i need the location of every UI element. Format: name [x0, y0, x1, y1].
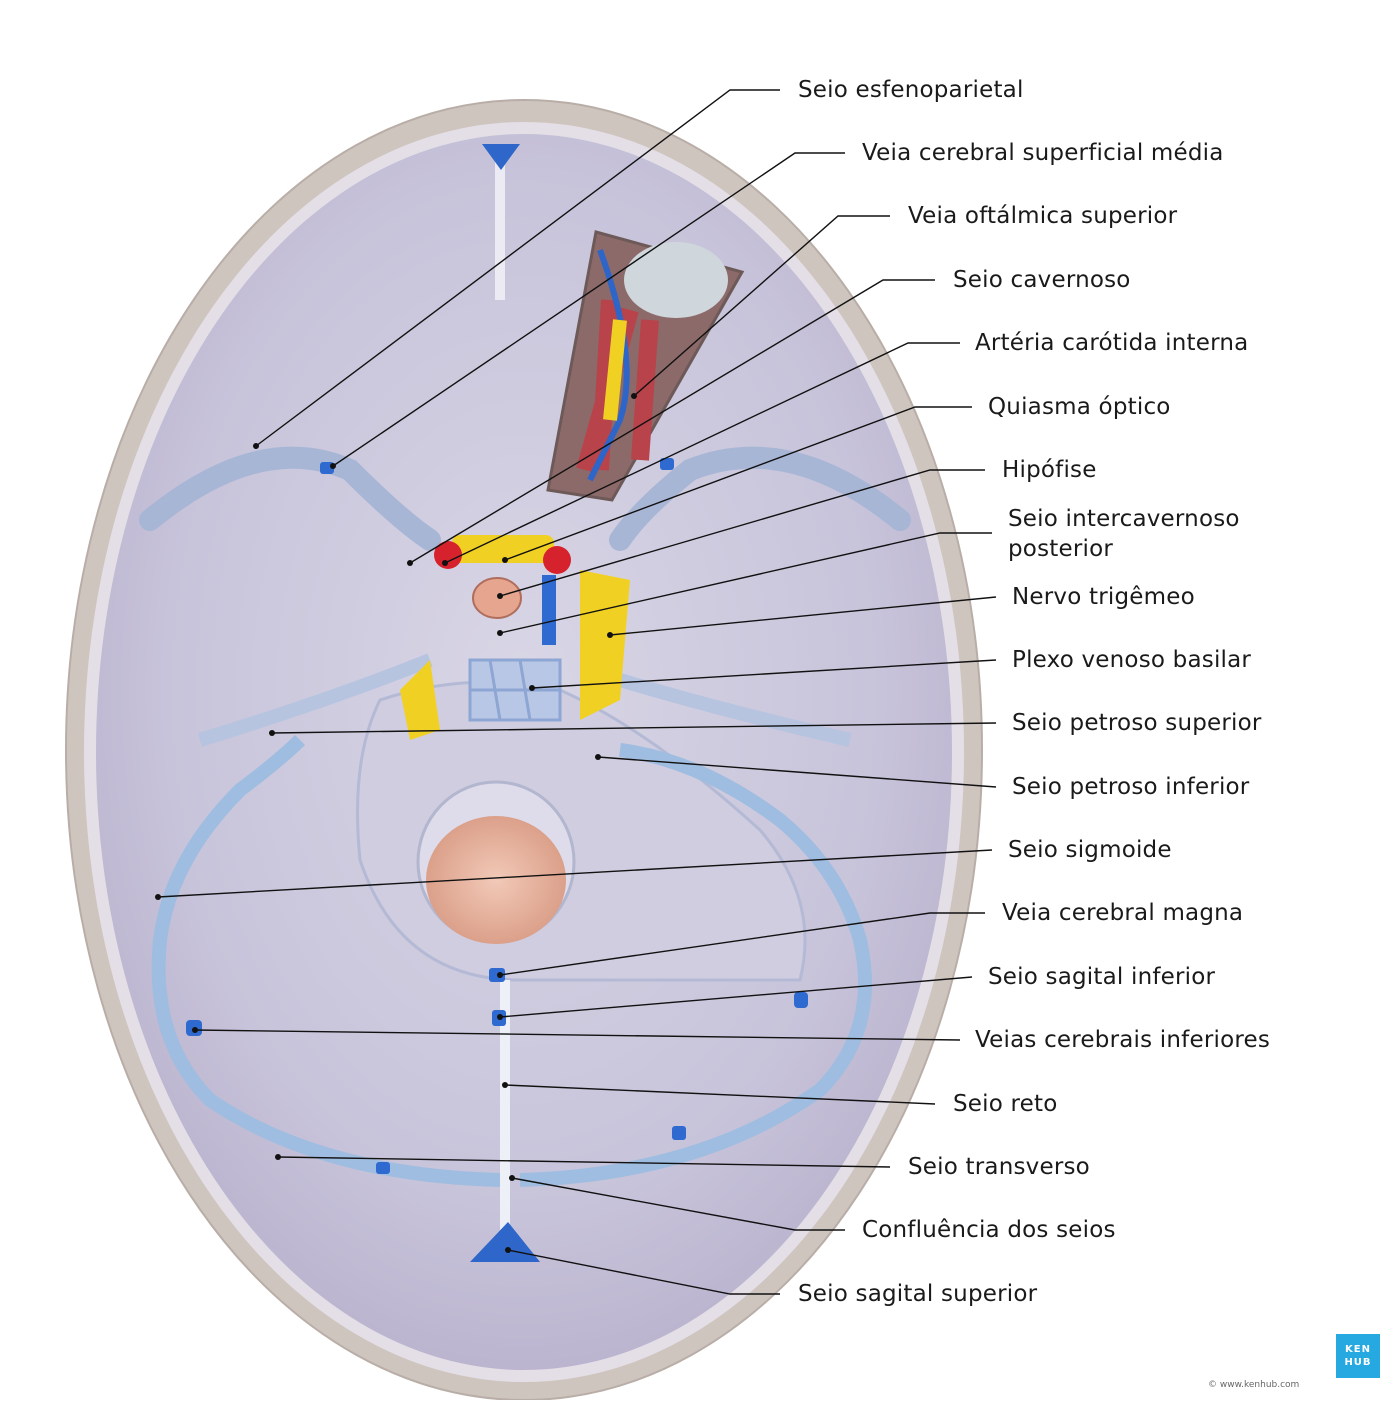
- carotid-right: [543, 546, 571, 574]
- hypophysis: [472, 577, 522, 619]
- label-internal-carotid: Artéria carótida interna: [975, 330, 1249, 356]
- petrous-ridge-right: [617, 673, 852, 747]
- logo-line1: KEN: [1345, 1344, 1371, 1355]
- label-basilar-plexus: Plexo venoso basilar: [1012, 647, 1252, 673]
- leader-basilar-plexus: [531, 659, 997, 689]
- label-superior-sagittal: Seio sagital superior: [798, 1281, 1038, 1307]
- petrous-ridge-left: [197, 653, 433, 747]
- label-straight-sinus: Seio reto: [953, 1091, 1058, 1117]
- vein-stub-right: [794, 992, 808, 1008]
- leader-dots: [155, 393, 637, 1253]
- label-cavernous-sinus: Seio cavernoso: [953, 267, 1131, 293]
- vein-stub-bl: [376, 1162, 390, 1174]
- leader-superior-petrosal: [271, 722, 997, 734]
- logo-line2: HUB: [1344, 1357, 1372, 1368]
- leader-dot-internal-carotid: [442, 560, 448, 566]
- transverse-sinus-left: [151, 735, 501, 1187]
- leader-inferior-petrosal: [597, 756, 997, 788]
- leader-superior-ophthalmic-vein: [633, 215, 890, 397]
- leader-transverse-sinus: [277, 1156, 891, 1168]
- superior-sagittal-anterior-mark: [482, 144, 520, 170]
- cranial-nerves-left: [400, 660, 440, 740]
- leader-dot-basilar-plexus: [529, 685, 535, 691]
- leader-inferior-sagittal: [499, 976, 973, 1018]
- lesser-wing-right: [609, 446, 911, 551]
- label-confluence: Confluência dos seios: [862, 1217, 1116, 1243]
- optic-chiasm: [452, 535, 554, 563]
- leader-lines: [157, 89, 997, 1295]
- leader-dot-inferior-cerebral-veins: [192, 1027, 198, 1033]
- leader-trigeminal-nerve: [609, 596, 997, 636]
- leader-middle-superficial-vein: [332, 152, 845, 467]
- vein-stub-br: [672, 1126, 686, 1140]
- label-great-cerebral-vein: Veia cerebral magna: [1002, 900, 1244, 926]
- leader-dot-straight-sinus: [502, 1082, 508, 1088]
- label-superior-petrosal: Seio petroso superior: [1012, 710, 1262, 736]
- label-superior-ophthalmic-vein: Veia oftálmica superior: [908, 203, 1178, 229]
- label-sigmoid-sinus: Seio sigmoide: [1008, 837, 1172, 863]
- label-inferior-cerebral-veins: Veias cerebrais inferiores: [975, 1027, 1271, 1053]
- leader-dot-sigmoid-sinus: [155, 894, 161, 900]
- leader-dot-superior-sagittal: [505, 1247, 511, 1253]
- kenhub-logo: KEN HUB: [1336, 1334, 1380, 1378]
- label-optic-chiasm: Quiasma óptico: [988, 394, 1171, 420]
- leader-dot-superior-petrosal: [269, 730, 275, 736]
- leader-dot-superior-ophthalmic-vein: [631, 393, 637, 399]
- medulla: [426, 816, 566, 944]
- leader-dot-great-cerebral-vein: [497, 972, 503, 978]
- basilar-plexus: [468, 658, 562, 722]
- leader-dot-posterior-intercavernous: [497, 630, 503, 636]
- vein-stub-tr: [660, 458, 674, 470]
- leader-optic-chiasm: [504, 406, 972, 561]
- leader-confluence: [511, 1177, 845, 1231]
- leader-dot-trigeminal-nerve: [607, 632, 613, 638]
- leader-internal-carotid: [444, 342, 960, 564]
- carotid-left: [434, 541, 462, 569]
- label-sphenoparietal: Seio esfenoparietal: [798, 77, 1024, 103]
- label-hypophysis: Hipófise: [1002, 457, 1097, 483]
- leader-dot-inferior-sagittal: [497, 1014, 503, 1020]
- label-inferior-sagittal: Seio sagital inferior: [988, 964, 1216, 990]
- copyright-text: © www.kenhub.com: [1208, 1380, 1300, 1390]
- label-inferior-petrosal: Seio petroso inferior: [1012, 774, 1250, 800]
- leader-dot-cavernous-sinus: [407, 560, 413, 566]
- leader-dot-confluence: [509, 1175, 515, 1181]
- cavernous-vein-right: [542, 575, 556, 645]
- leader-cavernous-sinus: [409, 279, 935, 564]
- label-posterior-intercavernous: Seio intercavernoso posterior: [1008, 506, 1240, 562]
- confluence-mark: [470, 1222, 540, 1262]
- leader-inferior-cerebral-veins: [194, 1029, 961, 1041]
- orbit-ophthalmic-artery: [603, 319, 627, 421]
- eyeball: [624, 242, 728, 318]
- leader-hypophysis: [499, 469, 985, 597]
- label-trigeminal-nerve: Nervo trigêmeo: [1012, 584, 1195, 610]
- leader-dot-optic-chiasm: [502, 557, 508, 563]
- leader-posterior-intercavernous: [499, 532, 992, 634]
- label-transverse-sinus: Seio transverso: [908, 1154, 1090, 1180]
- leader-dot-hypophysis: [497, 593, 503, 599]
- leader-dot-middle-superficial-vein: [330, 463, 336, 469]
- transverse-sinus-right: [519, 743, 872, 1187]
- leader-sphenoparietal: [255, 89, 780, 447]
- leader-dot-transverse-sinus: [275, 1154, 281, 1160]
- label-middle-superficial-vein: Veia cerebral superficial média: [862, 140, 1224, 166]
- leader-dot-inferior-petrosal: [595, 754, 601, 760]
- leader-superior-sagittal: [507, 1249, 780, 1295]
- leader-great-cerebral-vein: [499, 912, 985, 976]
- leader-dot-sphenoparietal: [253, 443, 259, 449]
- leader-sigmoid-sinus: [157, 849, 993, 898]
- leader-straight-sinus: [504, 1084, 936, 1105]
